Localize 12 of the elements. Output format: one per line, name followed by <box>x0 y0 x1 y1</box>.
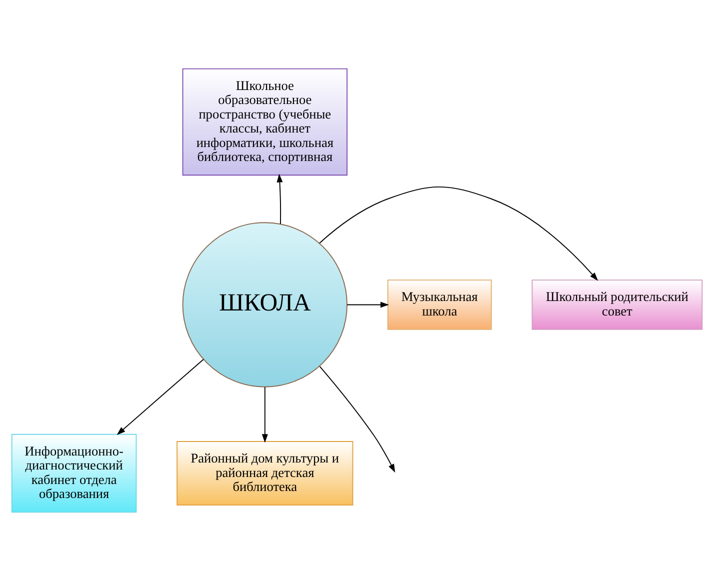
node-box: Школьное образовательное пространство (учебные классы, кабинет информатики, школьная библиотека, спортивная <box>182 68 348 176</box>
node-box: Районный дом культуры и районная детская библиотека <box>176 440 354 506</box>
node-box: Школьный родительский совет <box>532 280 703 330</box>
arrow <box>346 302 390 308</box>
arrow <box>262 386 268 443</box>
node-circle: ШКОЛА <box>182 222 348 388</box>
arrow <box>276 174 283 224</box>
arrow <box>319 186 598 281</box>
node-box: Информационно-диагностический кабинет отдела образования <box>11 434 137 513</box>
node-box: Музыкальная школа <box>387 280 492 330</box>
arrow <box>319 366 396 473</box>
arrow <box>116 358 204 436</box>
